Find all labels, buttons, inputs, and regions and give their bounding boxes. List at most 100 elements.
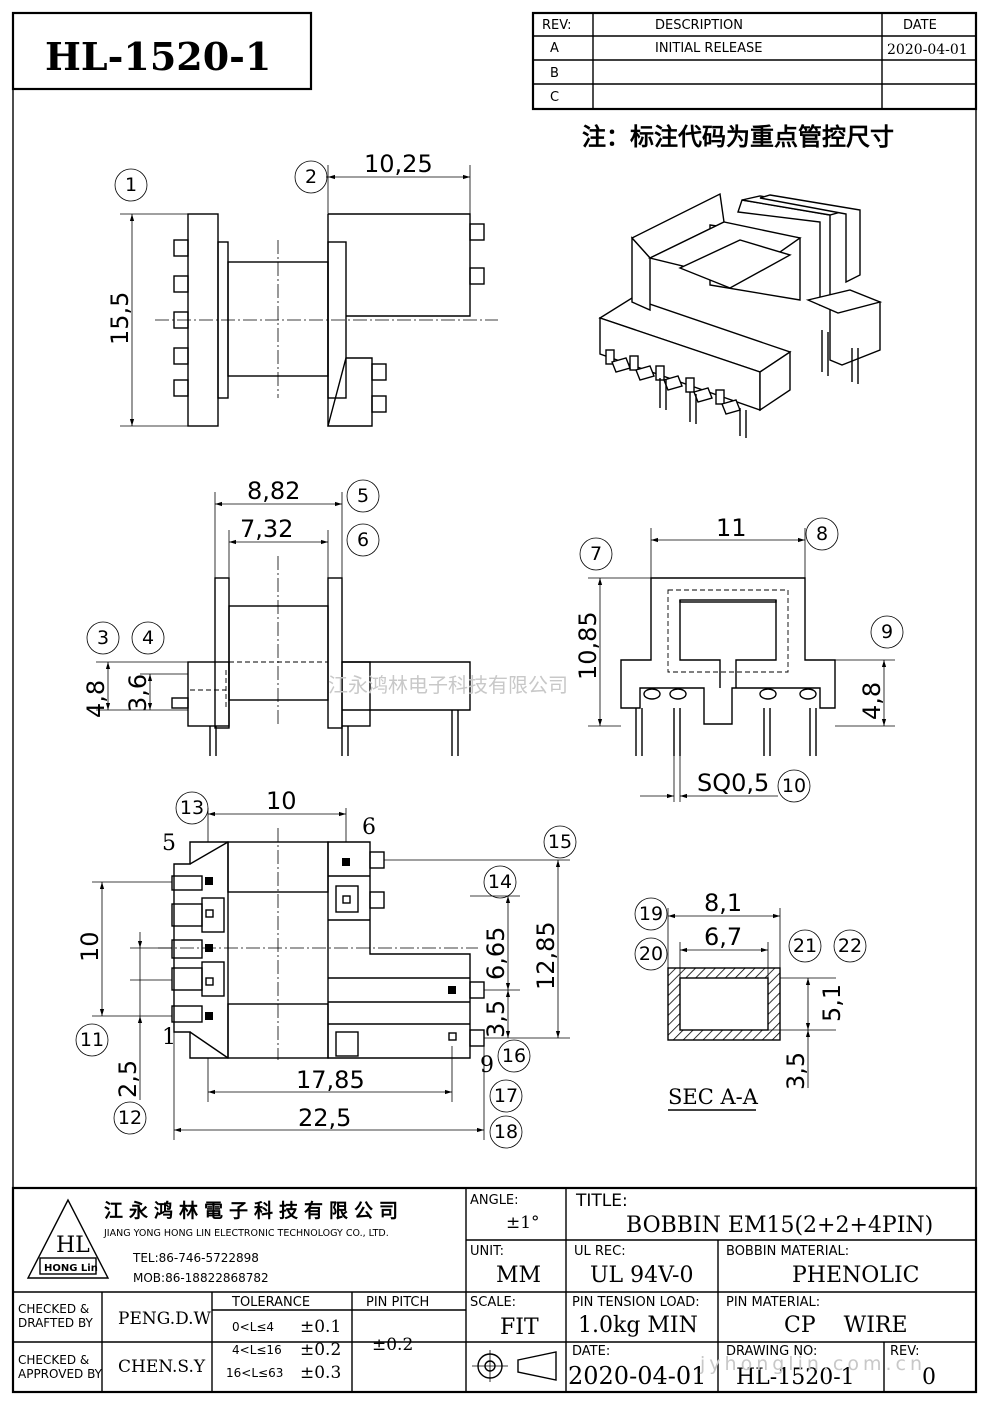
balloon-22: 22 [833,929,867,963]
pin-material-label: PIN MATERIAL: [726,1295,820,1310]
dim-8-82: 8,82 [247,477,300,505]
title-value: BOBBIN EM15(2+2+4PIN) [626,1213,933,1238]
bobbin-material-label: BOBBIN MATERIAL: [726,1244,849,1259]
angle-label: ANGLE: [470,1193,519,1208]
pin-material-value: CP WIRE [784,1313,908,1338]
balloon-1: 1 [114,168,148,202]
checked-approved-label-2: APPROVED BY [18,1367,103,1381]
balloon-16: 16 [497,1039,531,1073]
bottom-view: 10 10 2,5 6,65 12,85 3,5 17,85 2 [76,787,570,1140]
isometric-view [598,192,883,438]
pin-pitch-label: PIN PITCH [366,1295,429,1310]
dim-12-85: 12,85 [532,921,560,990]
tolerance-label: TOLERANCE [231,1295,310,1310]
drafted-by-value: PENG.D.W [118,1309,212,1329]
scale-value: FIT [500,1315,539,1340]
balloon-9: 9 [870,615,904,649]
side-view: 11 10,85 4,8 SQ0,5 [574,514,895,802]
title-label: TITLE: [575,1191,628,1211]
svg-text:21: 21 [793,935,817,957]
watermark-company: 江永鸿林电子科技有限公司 [328,673,568,697]
svg-text:HONG Lin: HONG Lin [44,1263,98,1274]
svg-text:10: 10 [782,775,806,797]
svg-text:5: 5 [357,485,369,507]
angle-value: ±1° [506,1213,540,1233]
dim-15-5: 15,5 [106,292,134,345]
svg-text:20: 20 [639,943,663,965]
dim-3-6: 3,6 [124,674,152,712]
ul-value: UL 94V-0 [590,1263,693,1288]
dim-7-32: 7,32 [240,515,293,543]
svg-text:9: 9 [881,621,893,643]
drawing-no-label: DRAWING NO: [726,1344,817,1359]
svg-text:12: 12 [118,1107,142,1129]
dim-10-85: 10,85 [574,611,602,680]
svg-text:14: 14 [488,871,512,893]
balloon-5: 5 [346,479,380,513]
balloon-14: 14 [483,865,517,899]
checked-approved-label-1: CHECKED & [18,1353,89,1367]
svg-text:16: 16 [502,1045,526,1067]
tol-range-1: 0<L≤4 [232,1320,274,1334]
checked-drafted-label-1: CHECKED & [18,1302,89,1316]
balloon-21: 21 [788,929,822,963]
unit-label: UNIT: [470,1244,504,1259]
projection-symbol-icon [472,1350,557,1382]
dim-6-7: 6,7 [704,923,742,951]
company-mob: MOB:86-18822868782 [133,1271,269,1285]
balloons: 1 2 3 4 5 6 7 8 9 10 11 12 13 14 15 16 1… [75,160,904,1149]
svg-text:22: 22 [838,935,862,957]
svg-text:3: 3 [97,627,109,649]
date-value: 2020-04-01 [568,1362,706,1390]
balloon-7: 7 [579,537,613,571]
balloon-15: 15 [543,825,577,859]
dim-10-top: 10 [266,787,297,815]
section-label: SEC A-A [668,1085,759,1109]
checked-drafted-label-2: DRAFTED BY [18,1316,94,1330]
balloon-3: 3 [86,621,120,655]
rev-label: REV: [890,1344,919,1359]
dim-8-1: 8,1 [704,889,742,917]
svg-text:HL: HL [56,1233,90,1258]
balloon-11: 11 [75,1023,109,1057]
dim-4-8-side: 4,8 [858,682,886,720]
top-view: 15,5 10,25 [106,150,498,427]
company-name-en: JIANG YONG HONG LIN ELECTRONIC TECHNOLOG… [103,1228,389,1239]
svg-text:18: 18 [494,1121,518,1143]
rev-a: A [550,41,559,56]
svg-text:11: 11 [80,1029,104,1051]
dim-17-85: 17,85 [296,1066,365,1094]
svg-text:19: 19 [639,903,663,925]
rev-header: REV: [542,18,571,33]
section-view: 8,1 6,7 5,1 3,5 SEC A-A [667,889,846,1111]
svg-text:6: 6 [357,529,369,551]
pin-label-9: 9 [480,1053,494,1078]
tol-value-1: ±0.1 [300,1317,341,1337]
balloon-12: 12 [113,1101,147,1135]
unit-value: MM [496,1263,541,1288]
company-logo: HL HONG Lin [26,1198,110,1279]
dim-22-5: 22,5 [298,1104,351,1132]
balloon-6: 6 [346,523,380,557]
drawing-no-value: HL-1520-1 [736,1365,855,1390]
svg-text:13: 13 [180,797,204,819]
dim-3-5-bottom: 3,5 [482,1000,510,1038]
dim-10-25: 10,25 [364,150,433,178]
svg-text:15: 15 [548,831,572,853]
svg-text:2: 2 [305,166,317,188]
balloon-2: 2 [294,160,328,194]
date-label: DATE: [572,1344,610,1359]
rev-b: B [550,66,559,81]
control-note: 注：标注代码为重点管控尺寸 [582,123,894,151]
company-name-cn: 江永鸿林電子科技有限公司 [104,1199,404,1222]
svg-text:4: 4 [142,627,154,649]
pin-label-6: 6 [362,815,376,840]
svg-text:8: 8 [816,523,828,545]
approved-by-value: CHEN.S.Y [118,1357,206,1377]
svg-text:17: 17 [494,1085,518,1107]
pin-tension-label: PIN TENSION LOAD: [572,1295,700,1310]
tol-value-3: ±0.3 [300,1363,341,1383]
balloon-20: 20 [634,937,668,971]
tol-range-2: 4<L≤16 [232,1343,282,1357]
